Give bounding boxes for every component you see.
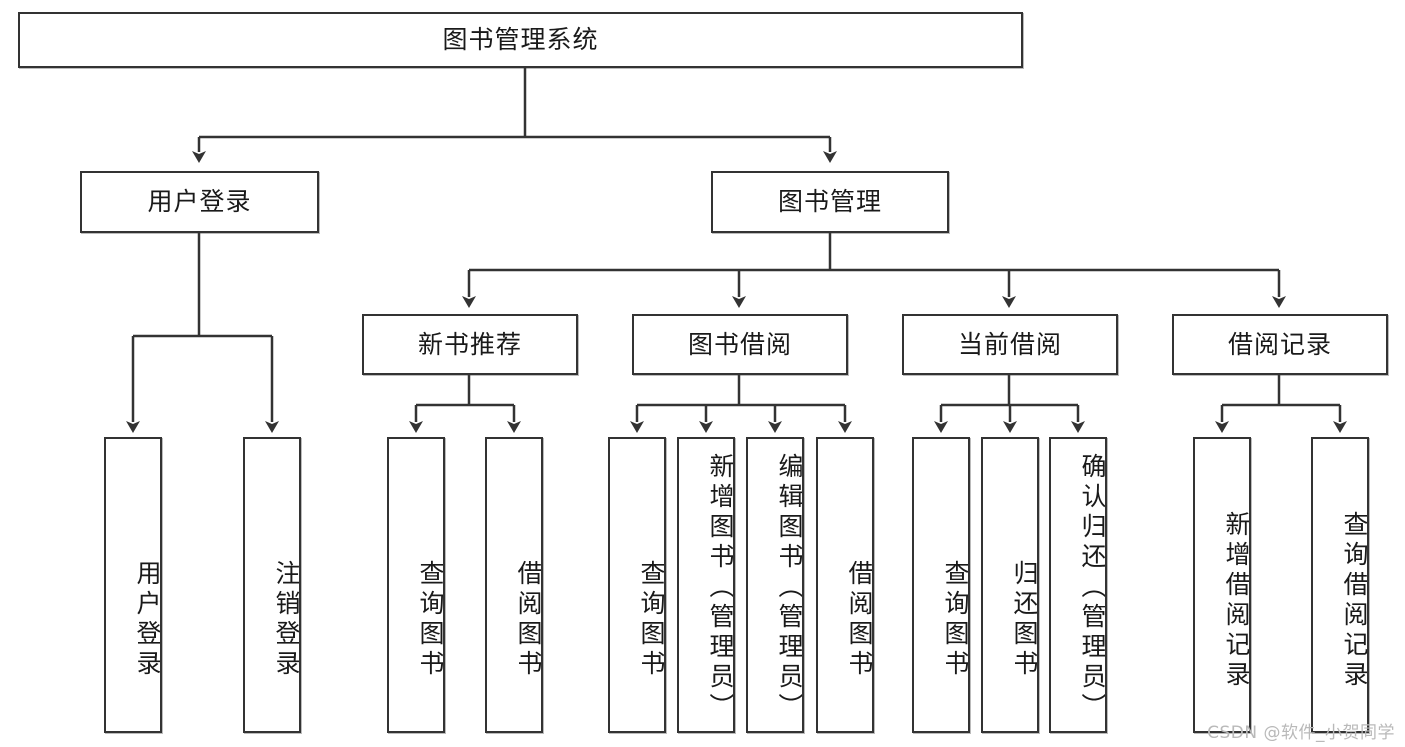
- leaf-return-book-label: 归还图书: [1010, 560, 1039, 680]
- leaf-add-book[interactable]: 新增图书（管理员）: [677, 437, 735, 733]
- leaf-borrow-book-1[interactable]: 借阅图书: [485, 437, 543, 733]
- node-book-borrow[interactable]: 图书借阅: [632, 314, 848, 375]
- leaf-query-book-3-label: 查询图书: [941, 560, 970, 680]
- node-book-manage-label: 图书管理: [777, 187, 882, 217]
- watermark: CSDN @软件_小贺同学: [1207, 723, 1395, 743]
- leaf-query-book-2-label: 查询图书: [637, 560, 666, 680]
- leaf-borrow-book-2-label: 借阅图书: [845, 560, 874, 680]
- leaf-query-book-3[interactable]: 查询图书: [912, 437, 970, 733]
- leaf-user-login-label: 用户登录: [133, 560, 162, 680]
- node-root-label: 图书管理系统: [442, 25, 599, 55]
- node-book-manage[interactable]: 图书管理: [711, 171, 949, 233]
- node-root[interactable]: 图书管理系统: [18, 12, 1023, 68]
- leaf-add-book-label: 新增图书（管理员）: [706, 453, 735, 723]
- leaf-logout[interactable]: 注销登录: [243, 437, 301, 733]
- leaf-borrow-book-2[interactable]: 借阅图书: [816, 437, 874, 733]
- leaf-query-book-2[interactable]: 查询图书: [608, 437, 666, 733]
- node-new-book-rec-label: 新书推荐: [417, 329, 522, 359]
- node-book-borrow-label: 图书借阅: [687, 329, 792, 359]
- leaf-query-book-1-label: 查询图书: [416, 560, 445, 680]
- leaf-edit-book[interactable]: 编辑图书（管理员）: [746, 437, 804, 733]
- node-current-borrow[interactable]: 当前借阅: [902, 314, 1118, 375]
- leaf-return-book[interactable]: 归还图书: [981, 437, 1039, 733]
- leaf-query-record-label: 查询借阅记录: [1340, 511, 1369, 691]
- leaf-confirm-return-label: 确认归还（管理员）: [1078, 453, 1107, 723]
- node-new-book-rec[interactable]: 新书推荐: [362, 314, 578, 375]
- node-user-login-label: 用户登录: [147, 187, 252, 217]
- node-borrow-record[interactable]: 借阅记录: [1172, 314, 1388, 375]
- leaf-add-record-label: 新增借阅记录: [1222, 511, 1251, 691]
- leaf-query-book-1[interactable]: 查询图书: [387, 437, 445, 733]
- leaf-logout-label: 注销登录: [272, 560, 301, 680]
- leaf-confirm-return[interactable]: 确认归还（管理员）: [1049, 437, 1107, 733]
- node-current-borrow-label: 当前借阅: [957, 329, 1062, 359]
- leaf-add-record[interactable]: 新增借阅记录: [1193, 437, 1251, 733]
- leaf-user-login[interactable]: 用户登录: [104, 437, 162, 733]
- leaf-borrow-book-1-label: 借阅图书: [514, 560, 543, 680]
- leaf-query-record[interactable]: 查询借阅记录: [1311, 437, 1369, 733]
- node-borrow-record-label: 借阅记录: [1227, 329, 1332, 359]
- node-user-login[interactable]: 用户登录: [80, 171, 319, 233]
- leaf-edit-book-label: 编辑图书（管理员）: [775, 453, 804, 723]
